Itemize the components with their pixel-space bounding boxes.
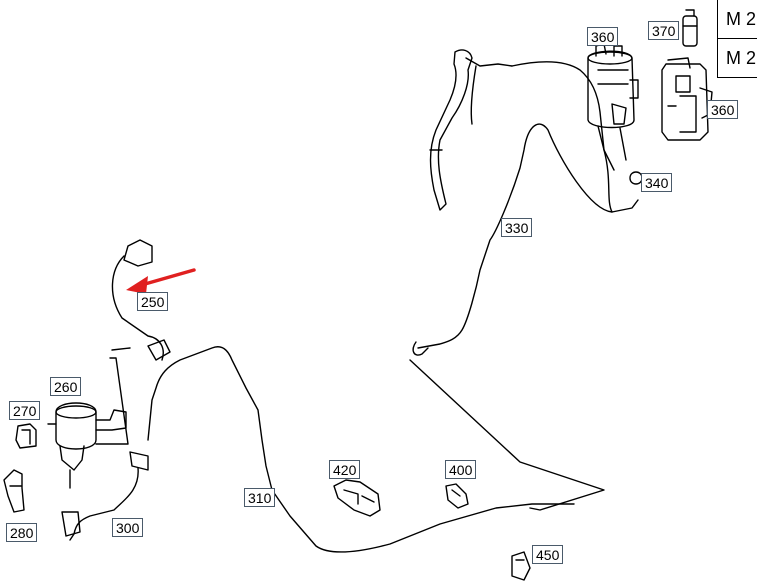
clamp-280 <box>3 469 25 513</box>
callout-450[interactable]: 450 <box>532 545 564 564</box>
callout-330[interactable]: 330 <box>501 218 533 237</box>
filler-neck-part <box>429 49 513 211</box>
callout-250[interactable]: 250 <box>137 292 169 311</box>
clip-450 <box>511 551 531 581</box>
legend-cell: M 2 <box>718 0 757 39</box>
valve-370 <box>682 9 698 47</box>
bracket-line-bottom <box>409 359 605 511</box>
callout-270[interactable]: 270 <box>9 401 41 420</box>
vent-line-top <box>511 61 605 151</box>
clip-400 <box>445 483 469 509</box>
callout-280[interactable]: 280 <box>6 523 38 542</box>
canister-360-right <box>661 57 713 141</box>
callout-260[interactable]: 260 <box>50 377 82 396</box>
callout-370[interactable]: 370 <box>648 21 680 40</box>
pump-260 <box>47 357 129 489</box>
hose-250 <box>111 239 171 361</box>
callout-400[interactable]: 400 <box>445 460 477 479</box>
red-arrow-indicator <box>126 268 196 294</box>
hose-300 <box>61 451 149 541</box>
bracket-420 <box>333 479 381 517</box>
callout-340[interactable]: 340 <box>641 173 673 192</box>
line-310 <box>147 346 575 553</box>
clip-270 <box>15 423 37 449</box>
callout-300[interactable]: 300 <box>112 518 144 537</box>
canister-360-left <box>587 43 639 171</box>
callout-360-left[interactable]: 360 <box>587 27 619 46</box>
callout-310[interactable]: 310 <box>244 488 276 507</box>
callout-360-right[interactable]: 360 <box>707 100 739 119</box>
legend-table: M 2 M 2 <box>717 0 757 78</box>
legend-cell: M 2 <box>726 48 757 68</box>
callout-420[interactable]: 420 <box>329 460 361 479</box>
